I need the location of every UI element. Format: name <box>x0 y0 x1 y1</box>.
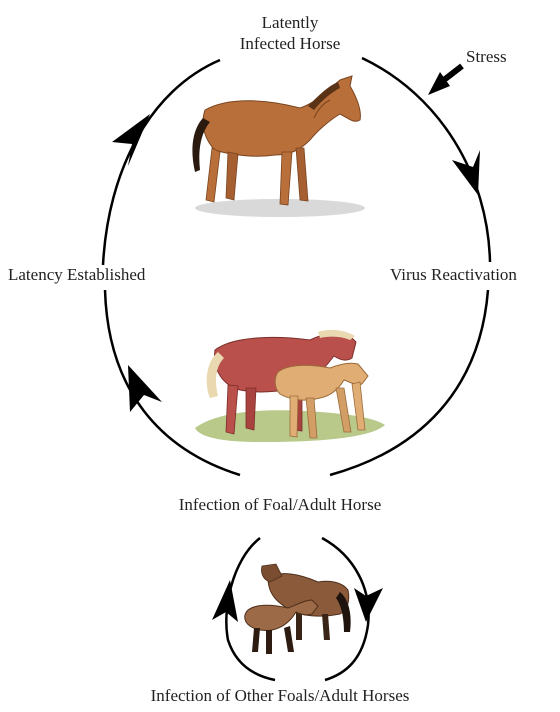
label-infection-foal-adult: Infection of Foal/Adult Horse <box>130 494 430 515</box>
arrowhead-upper-left <box>112 114 150 166</box>
chestnut-horse-illustration <box>192 76 365 217</box>
label-latently-infected: Latently Infected Horse <box>200 12 380 54</box>
label-top-line2: Infected Horse <box>200 33 380 54</box>
label-infection-other: Infection of Other Foals/Adult Horses <box>100 685 460 706</box>
mare-and-foal-illustration <box>195 330 385 442</box>
arrowhead-lower-left <box>128 365 162 412</box>
small-arrowhead-left <box>212 580 238 622</box>
label-latency-established: Latency Established <box>8 264 145 285</box>
cycle-arc-top-right <box>362 58 490 262</box>
label-stress: Stress <box>466 46 507 67</box>
cycle-arc-top-left <box>103 60 220 265</box>
small-arrowhead-right <box>354 588 383 622</box>
cycle-arc-bottom-left <box>105 290 240 475</box>
label-virus-reactivation: Virus Reactivation <box>390 264 517 285</box>
arrowhead-upper-right <box>452 150 480 195</box>
label-top-line1: Latently <box>200 12 380 33</box>
bay-horses-illustration <box>245 564 351 654</box>
